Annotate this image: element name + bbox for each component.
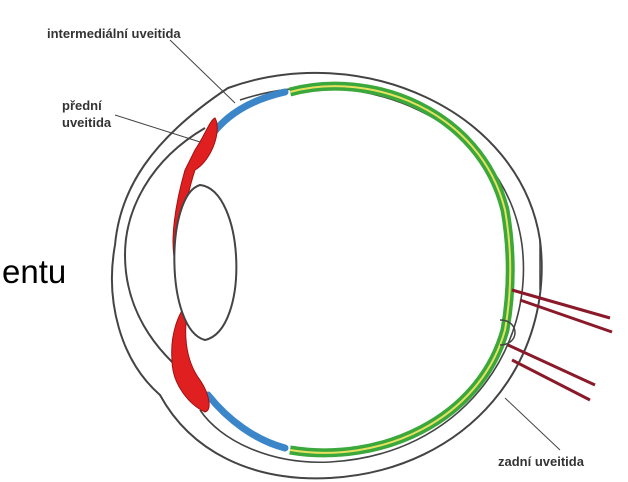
intermediate-leader <box>170 40 235 103</box>
optic-nerve-bottom <box>508 345 595 400</box>
label-anterior-uveitis-line1: přední <box>62 98 102 113</box>
label-posterior-uveitis: zadní uveitida <box>498 454 585 469</box>
side-text-fragment: entu <box>2 253 66 290</box>
posterior-uvea <box>290 86 510 453</box>
posterior-leader <box>505 398 560 450</box>
choroid-yellow-line <box>290 86 510 453</box>
label-anterior-uveitis-line2: uveitida <box>62 115 112 130</box>
label-intermediate-uveitis: intermediální uveitida <box>47 26 181 41</box>
lens <box>174 185 236 340</box>
optic-nerve-top <box>512 290 612 332</box>
